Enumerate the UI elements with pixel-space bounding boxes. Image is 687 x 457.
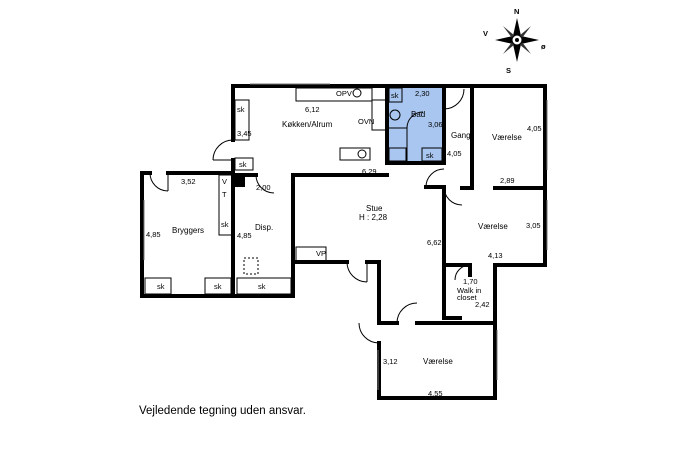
dim-bath-h: 3,06: [428, 120, 443, 129]
room-bath: Bad: [411, 110, 425, 119]
fixture-ovn: OVN: [358, 117, 374, 126]
room-kitchen: Køkken/Alrum: [282, 120, 333, 129]
dim-utility-w: 3,52: [181, 177, 196, 186]
dim-bed3-w: 4,55: [428, 389, 443, 398]
fixture-sk-util1: sk: [157, 282, 165, 291]
room-closet-line1: Walk in: [457, 286, 481, 295]
fixture-sk-kitchen: sk: [237, 105, 245, 114]
compass-rose-icon: [495, 18, 539, 62]
dim-pantry-h: 4,85: [237, 231, 252, 240]
chimney-block: [235, 175, 245, 187]
compass-s: S: [506, 66, 511, 75]
room-bed3: Værelse: [423, 357, 453, 366]
dim-bed1-h: 4,05: [527, 124, 542, 133]
fixture-sk-bath: sk: [391, 91, 399, 100]
dim-bed2-w: 4,13: [488, 251, 503, 260]
dim-closet-w: 1,70: [463, 277, 478, 286]
room-closet-line2: closet: [457, 293, 478, 302]
dim-bed2-h: 3,05: [526, 221, 541, 230]
compass-o: ø: [541, 42, 546, 51]
dim-living-w: 6,29: [362, 167, 377, 176]
door-swings: [149, 88, 471, 344]
dim-bath-w: 2,30: [415, 89, 430, 98]
dim-pantry-w: 2,00: [256, 183, 271, 192]
stove-icon: [357, 149, 367, 159]
fixture-opv: OPV: [336, 89, 352, 98]
room-bed2: Værelse: [478, 222, 508, 231]
fixture-v: V: [222, 177, 227, 186]
toilet-icon: [389, 109, 401, 121]
dim-bed1-w: 2,89: [500, 176, 515, 185]
walls: [140, 84, 547, 400]
sink-icon: [352, 88, 362, 98]
bath-area-lower: [387, 148, 407, 163]
fixture-sk-pantry: sk: [221, 220, 229, 229]
compass-n: N: [514, 7, 519, 16]
windows: [143, 83, 548, 390]
dim-bed3-h: 3,12: [383, 357, 398, 366]
fixture-sk-kitchen2: sk: [239, 160, 247, 169]
room-hall: Gang: [451, 131, 471, 140]
dim-utility-h: 4,85: [146, 230, 161, 239]
dim-hall-h: 4,05: [447, 149, 462, 158]
disclaimer-caption: Vejledende tegning uden ansvar.: [139, 405, 306, 417]
room-living-height: H : 2,28: [359, 213, 388, 222]
dim-living-h: 6,62: [427, 238, 442, 247]
dim-closet-h: 2,42: [475, 300, 490, 309]
fixture-sk-pantry2: sk: [258, 282, 266, 291]
fixture-t: T: [222, 190, 227, 199]
dim-kitchen-h: 3,45: [237, 129, 252, 138]
room-pantry: Disp.: [255, 223, 273, 232]
dim-kitchen-w: 6,12: [305, 105, 320, 114]
compass-v: V: [483, 29, 488, 38]
room-utility: Bryggers: [172, 226, 204, 235]
fixture-sk-hall: sk: [426, 151, 434, 160]
room-bed1: Værelse: [492, 133, 522, 142]
room-living: Stue: [366, 204, 383, 213]
fixtures-lines: [144, 87, 443, 295]
fixture-vp: VP: [316, 249, 326, 258]
fixture-sk-util2: sk: [214, 282, 222, 291]
